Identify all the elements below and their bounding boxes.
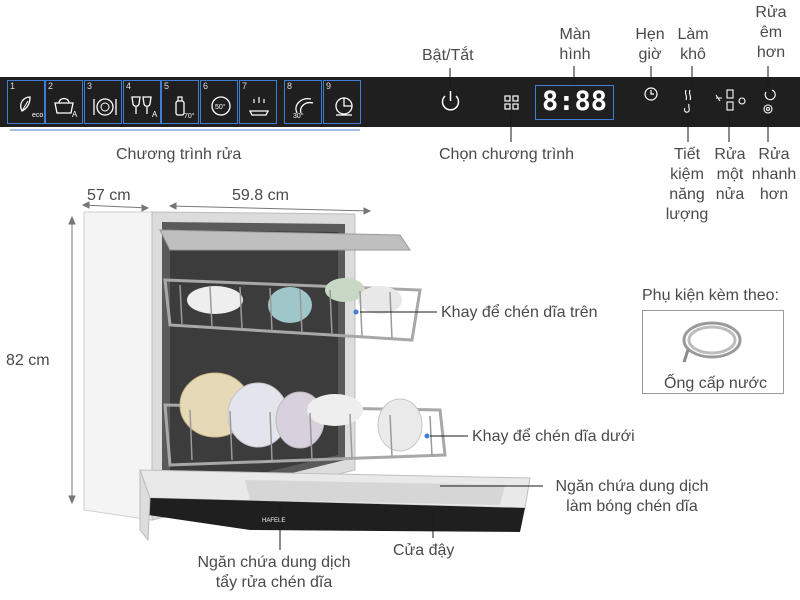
timer-label: Hẹn giờ <box>630 25 670 65</box>
accessory-item-label: Ống cấp nước <box>664 375 768 392</box>
eco-label-l3: năng <box>669 186 705 203</box>
quick-50-icon: 50° <box>211 96 231 116</box>
detergent-label-l1: Ngăn chứa dung dịch <box>197 554 351 571</box>
baby-bottle-70-icon: 70° <box>175 96 195 120</box>
dishwasher-illustration: HAFELE <box>83 211 531 542</box>
program-button-6[interactable]: 6 50° <box>200 80 238 124</box>
half-label-l3: nửa <box>715 186 745 203</box>
upper-rack-marker <box>353 309 359 315</box>
height-dimension-label: 82 cm <box>6 352 50 369</box>
program-number: 3 <box>87 81 93 91</box>
program-button-5[interactable]: 5 70° <box>161 80 199 124</box>
program-sub-text: A <box>152 110 158 119</box>
program-number: 4 <box>126 81 132 91</box>
program-button-8[interactable]: 8 30° <box>284 80 322 124</box>
plates-icon <box>93 98 117 116</box>
half-load-label: Rửa một nửa <box>710 145 750 205</box>
half-label-l2: một <box>716 166 744 183</box>
program-button-2[interactable]: 2 A <box>45 80 83 124</box>
dry-label-l2: khô <box>680 46 706 63</box>
power-label: Bật/Tắt <box>422 47 474 64</box>
program-number: 1 <box>10 81 16 91</box>
eco-label: Tiết kiệm năng lượng <box>660 145 714 225</box>
program-sub-text: 50° <box>215 103 226 111</box>
dimension-lines <box>68 201 372 505</box>
quick-30-icon: 30° <box>293 98 314 120</box>
timer-label-l2: giờ <box>638 46 662 63</box>
time-display: 8:88 <box>535 85 614 120</box>
fast-label-l1: Rửa <box>758 146 790 163</box>
eco-leaf-icon: eco <box>20 96 43 119</box>
fast-wash-label: Rửa nhanh hơn <box>748 145 800 205</box>
quiet-label: Rửa êm hơn <box>748 3 794 63</box>
detergent-label-l2: tẩy rửa chén dĩa <box>215 574 333 591</box>
program-button-4[interactable]: 4 A <box>123 80 161 124</box>
fast-label-l2: nhanh <box>751 166 797 183</box>
quiet-label-l2: êm <box>759 24 783 41</box>
eco-label-l1: Tiết <box>673 146 701 163</box>
rinse-label-l1: Ngăn chứa dung dịch <box>555 478 709 495</box>
display-label: Màn hình <box>553 25 597 65</box>
quiet-label-l3: hơn <box>756 44 786 61</box>
program-number: 9 <box>326 81 332 91</box>
display-label-l1: Màn <box>559 26 591 43</box>
program-number: 8 <box>287 81 293 91</box>
lower-rack-label: Khay để chén dĩa dưới <box>472 428 635 445</box>
intensive-icon <box>335 97 353 116</box>
eco-label-l4: lượng <box>665 206 709 223</box>
programs-label: Chương trình rửa <box>116 146 242 163</box>
program-sub-text: 30° <box>293 112 304 120</box>
program-sub-text: eco <box>32 112 43 119</box>
fast-label-l3: hơn <box>759 186 789 203</box>
program-button-3[interactable]: 3 <box>84 80 122 124</box>
display-label-l2: hình <box>559 46 591 63</box>
program-number: 7 <box>242 81 248 91</box>
dry-label-l1: Làm <box>677 26 709 43</box>
lower-rack-marker <box>424 433 430 439</box>
program-number: 5 <box>164 81 170 91</box>
pot-auto-icon: A <box>54 97 78 119</box>
program-sub-text: A <box>72 110 78 119</box>
accessory-box <box>642 310 784 394</box>
depth-dimension-label: 57 cm <box>87 187 131 204</box>
brand-logo: HAFELE <box>262 518 285 524</box>
door-label: Cửa đậy <box>393 542 455 559</box>
program-button-1[interactable]: 1 eco <box>7 80 45 124</box>
dry-label: Làm khô <box>672 25 714 65</box>
rinse-label-l2: làm bóng chén dĩa <box>566 498 698 515</box>
program-button-7[interactable]: 7 <box>239 80 277 124</box>
upper-rack-label: Khay để chén dĩa trên <box>441 304 598 321</box>
eco-label-l2: kiệm <box>670 166 704 183</box>
select-program-label: Chọn chương trình <box>439 146 575 163</box>
accessory-title: Phụ kiện kèm theo: <box>642 287 779 304</box>
half-label-l1: Rửa <box>714 146 746 163</box>
program-button-9[interactable]: 9 <box>323 80 361 124</box>
quiet-label-l1: Rửa <box>755 4 787 21</box>
detergent-label: Ngăn chứa dung dịch tẩy rửa chén dĩa <box>188 553 360 593</box>
program-number: 6 <box>203 81 209 91</box>
rinse-icon <box>248 97 270 116</box>
program-sub-text: 70° <box>184 112 195 120</box>
width-dimension-label: 59.8 cm <box>232 187 289 204</box>
glasses-auto-icon: A <box>131 96 158 119</box>
timer-label-l1: Hẹn <box>635 26 665 43</box>
rinse-aid-label: Ngăn chứa dung dịch làm bóng chén dĩa <box>546 477 718 517</box>
program-number: 2 <box>48 81 54 91</box>
